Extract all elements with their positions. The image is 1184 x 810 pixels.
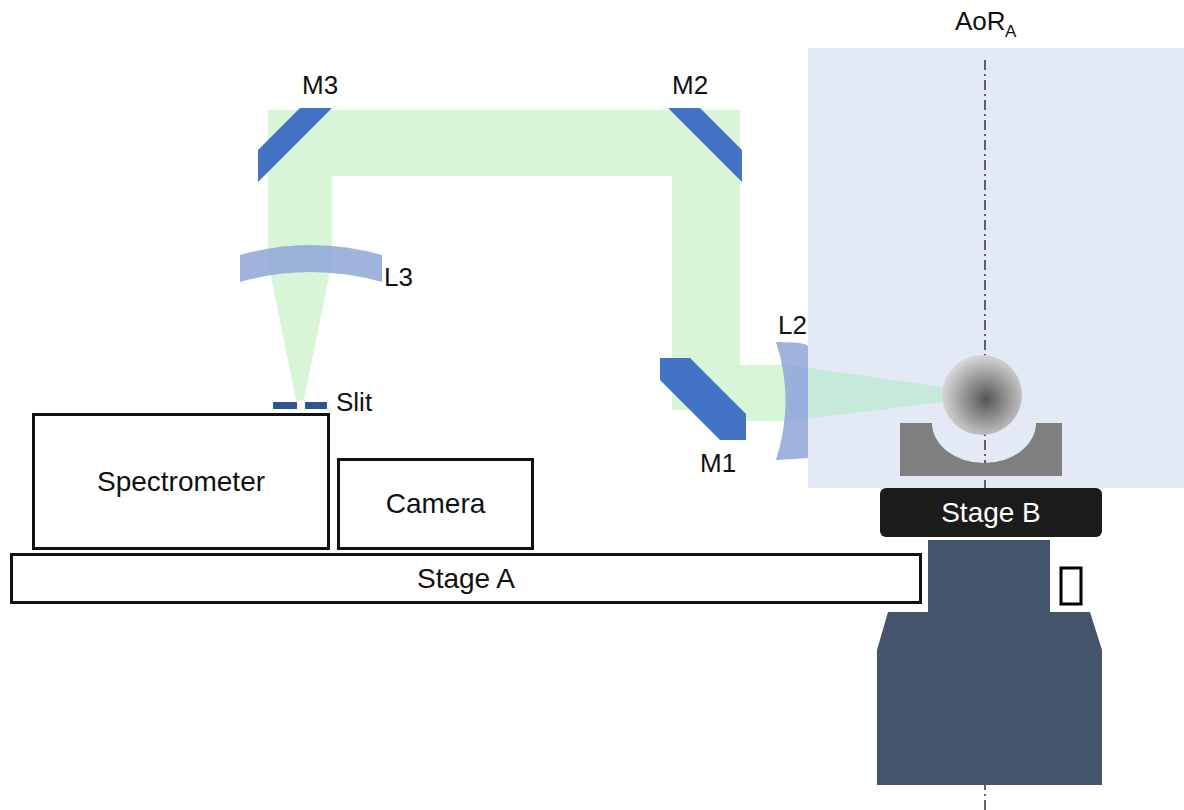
mount-tab bbox=[1061, 568, 1081, 604]
part-label: L2 bbox=[778, 310, 807, 341]
mirrors bbox=[258, 108, 746, 440]
node-label: Spectrometer bbox=[97, 466, 265, 498]
enclosure bbox=[808, 48, 1184, 488]
rotation-base bbox=[877, 612, 1102, 785]
lens-l2 bbox=[776, 342, 808, 460]
stage-box: Stage B bbox=[880, 488, 1102, 537]
node-label: Camera bbox=[386, 488, 486, 520]
part-label: Slit bbox=[336, 387, 372, 418]
part-label: L3 bbox=[384, 262, 413, 293]
sample-sphere bbox=[942, 355, 1022, 435]
stage-box: Stage A bbox=[10, 553, 922, 604]
camera-box: Camera bbox=[337, 458, 534, 550]
node-label: Stage B bbox=[941, 497, 1041, 529]
node-label: Stage A bbox=[417, 563, 515, 595]
lens-l3 bbox=[240, 245, 382, 282]
part-label: M1 bbox=[700, 448, 736, 479]
sample-holder bbox=[900, 423, 1062, 476]
part-label: M3 bbox=[302, 70, 338, 101]
part-label: A bbox=[1005, 22, 1016, 42]
part-label: M2 bbox=[672, 70, 708, 101]
slit bbox=[273, 402, 327, 409]
part-label: AoR bbox=[955, 6, 1006, 37]
rotation-mount bbox=[928, 540, 1050, 612]
spectrometer-box: Spectrometer bbox=[32, 413, 330, 550]
